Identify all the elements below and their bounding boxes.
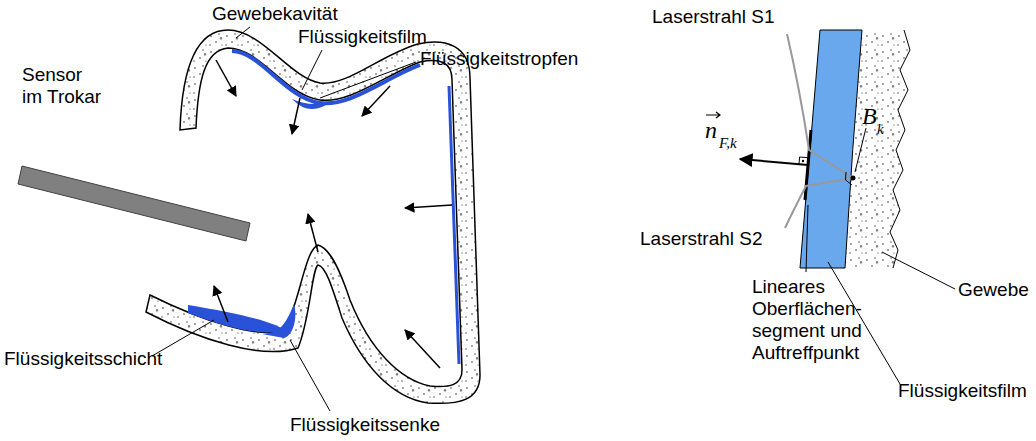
vector-subscript: F,k [719, 136, 737, 151]
vector-symbol: n [705, 118, 717, 142]
right-angle-dot [802, 160, 804, 162]
part-label: Flüssigkeitsschicht [4, 348, 162, 370]
part-label: Flüssigkeitssenke [290, 414, 440, 436]
right-angle-mark [799, 157, 808, 164]
liquid-layer [188, 305, 285, 333]
point-subscript: k [877, 122, 884, 137]
liquid-film [449, 86, 459, 364]
beam-label: Laserstrahl S1 [652, 6, 775, 28]
normal-vector [740, 159, 808, 165]
leader-lines [152, 27, 416, 411]
right-angle-mark [846, 172, 853, 185]
part-label: Flüssigkeitsfilm [298, 26, 427, 48]
region-label: Gewebekavität [212, 3, 338, 25]
normal-arrows [214, 60, 452, 368]
laser-beam [785, 178, 853, 228]
beam-label: Laserstrahl S2 [640, 228, 763, 250]
part-label: Flüssigkeitstropfen [420, 48, 578, 70]
impact-point [851, 176, 856, 181]
part-label: Lineares Oberflächen- segment und Auftre… [752, 276, 870, 364]
point-symbol: B [862, 104, 877, 128]
part-label: Gewebe [958, 279, 1029, 301]
sensor-bar [18, 166, 250, 241]
part-label: Flüssigkeitsfilm [898, 380, 1027, 402]
laser-beam [787, 34, 853, 178]
part-label: Sensor im Trokar [22, 64, 105, 108]
tissue-edge [890, 30, 910, 268]
liquid-film [232, 51, 420, 103]
liquid-sink [262, 304, 295, 338]
